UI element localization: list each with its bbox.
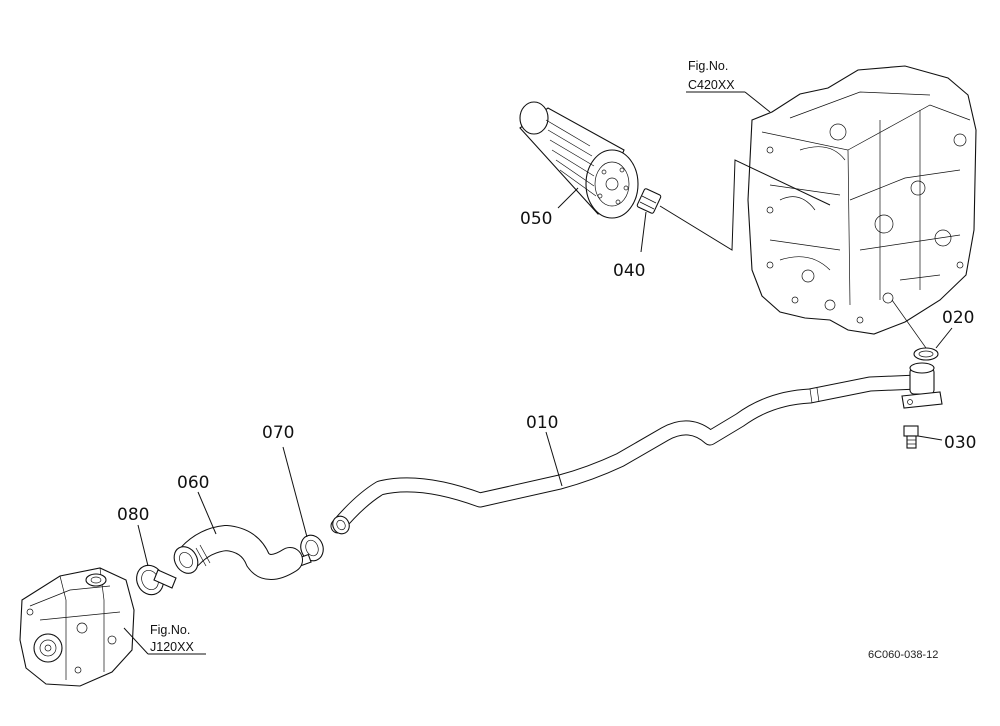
fig-ref-number-transmission: C420XX: [688, 78, 735, 92]
callout-040: 040: [613, 261, 645, 281]
filter-nipple: [636, 188, 662, 214]
leader-020: [935, 327, 953, 349]
callout-010: 010: [526, 413, 558, 433]
callout-080: 080: [117, 505, 149, 525]
leader-070: [282, 446, 308, 538]
suction-hose: [173, 524, 303, 580]
o-ring: [913, 347, 939, 361]
o-ring-alignment-line: [891, 299, 927, 349]
transmission-case: [747, 65, 977, 335]
mount-line-040: [659, 159, 831, 251]
leader-010: [545, 431, 563, 487]
callout-020: 020: [942, 308, 974, 328]
hose-clamp-080: [136, 564, 177, 596]
callout-030: 030: [944, 433, 976, 453]
leader-050: [557, 187, 579, 209]
callout-050: 050: [520, 209, 552, 229]
fig-ref-leader-transmission: [744, 91, 771, 113]
leader-060: [197, 491, 217, 535]
callout-060: 060: [177, 473, 209, 493]
fig-ref-leader-pump: [123, 627, 149, 655]
fig-ref-prefix-pump: Fig.No.: [150, 623, 190, 637]
fig-ref-number-pump: J120XX: [150, 640, 194, 654]
callout-070: 070: [262, 423, 294, 443]
oil-filter: [519, 101, 639, 219]
leader-040: [640, 211, 647, 253]
fitting-bolt: [903, 425, 919, 449]
leader-030: [917, 435, 943, 441]
drawing-code: 6C060-038-12: [868, 649, 938, 661]
leader-080: [137, 524, 149, 567]
suction-pipe: [330, 362, 943, 535]
hydraulic-pump: [19, 567, 135, 687]
fig-ref-prefix-transmission: Fig.No.: [688, 59, 728, 73]
